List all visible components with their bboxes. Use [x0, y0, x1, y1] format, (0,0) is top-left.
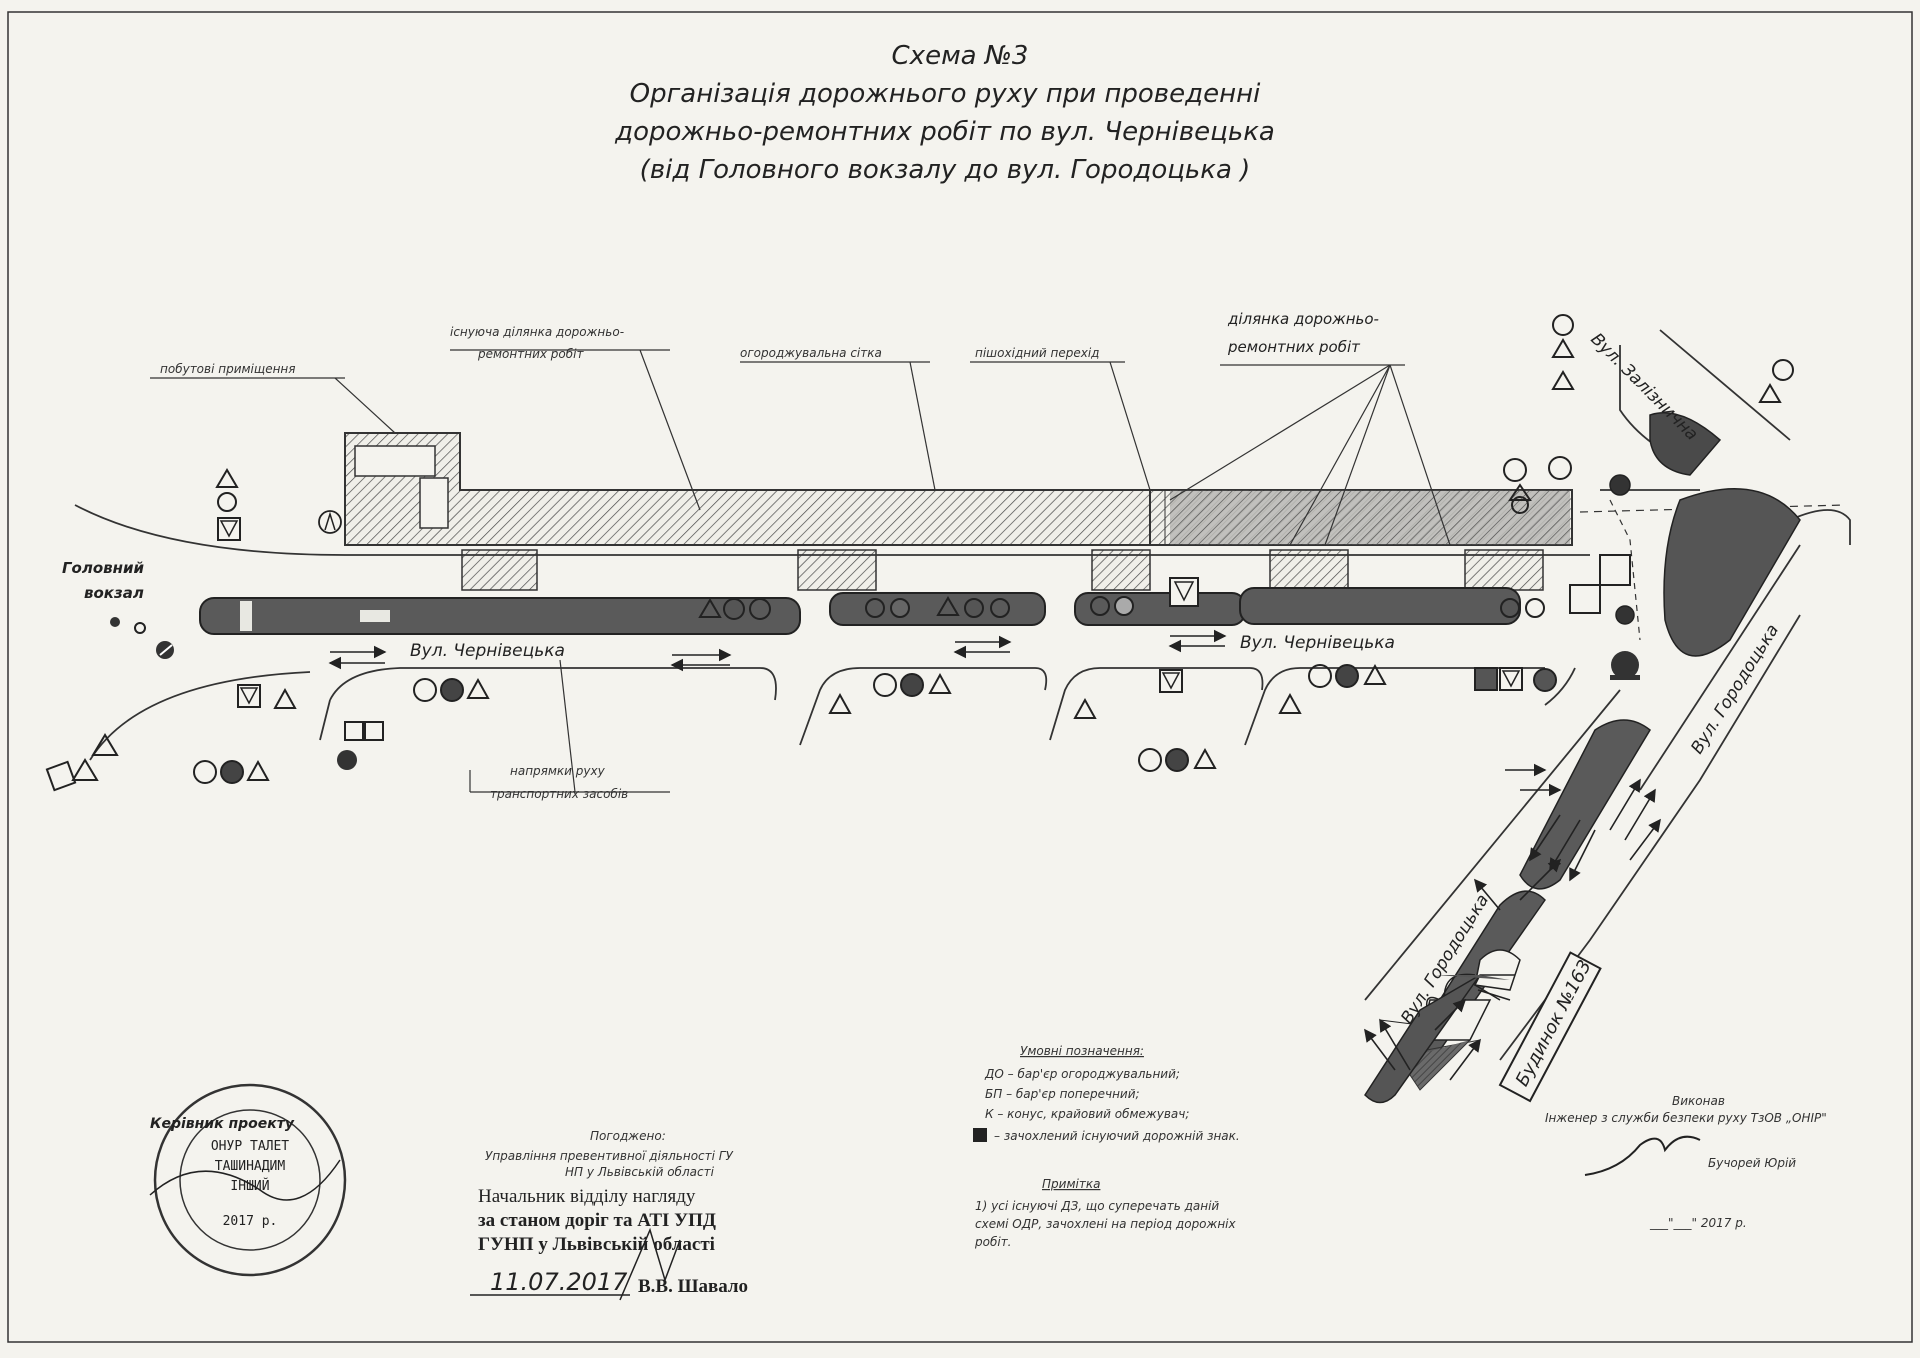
leader-lines — [150, 349, 1451, 793]
legend-item-1: ДО – бар'єр огороджувальний; — [984, 1067, 1180, 1081]
label-station-1: Головний — [62, 559, 145, 577]
left-role: Керівник проекту — [150, 1116, 295, 1132]
direction-arrow-icon — [1611, 651, 1639, 679]
page-frame — [7, 11, 1913, 1343]
triangle-sign-icon — [217, 517, 241, 541]
title-line-1: Схема №3 — [892, 41, 1029, 71]
title-line-2: Організація дорожнього руху при проведен… — [630, 79, 1261, 109]
legend-note-heading: Примітка — [1042, 1177, 1100, 1191]
stamp-line-4: 2017 р. — [223, 1214, 278, 1229]
legend-note-line-3: робіт. — [974, 1235, 1012, 1249]
chief-line-1: Начальник відділу нагляду — [478, 1186, 696, 1207]
label-work-section-2: ремонтних робіт — [1227, 338, 1361, 356]
triangle-sign-icon — [91, 733, 119, 756]
label-street-main-1: Вул. Чернівецька — [410, 641, 565, 661]
label-station-2: вокзал — [84, 584, 144, 602]
circle-sign-icon — [134, 622, 146, 634]
label-street-main-2: Вул. Чернівецька — [1240, 633, 1395, 653]
works-zone — [344, 432, 1573, 546]
label-buildings: побутові приміщення — [160, 362, 296, 376]
road-edges — [74, 329, 1851, 1061]
label-work-section-1: ділянка дорожньо- — [1227, 310, 1379, 328]
label-house: Будинок №163 — [1512, 957, 1596, 1090]
agreed-org-1: Управління превентивної діяльності ГУ — [485, 1149, 733, 1163]
label-crossing: пішохідний перехід — [975, 346, 1099, 360]
chief-signature — [619, 1227, 681, 1301]
legend-item-3: К – конус, крайовий обмежувач; — [985, 1107, 1189, 1121]
label-current-section-1: існуюча ділянка дорожньо- — [450, 325, 624, 339]
legend-heading: Умовні позначення: — [1020, 1044, 1144, 1058]
legend-item-4: – зачохлений існуючий дорожній знак. — [994, 1129, 1240, 1143]
connector-blocks — [461, 549, 1544, 591]
right-date: ___"___" 2017 р. — [1649, 1216, 1747, 1230]
right-heading: Виконав — [1672, 1094, 1725, 1108]
label-directions-2: транспортних засобів — [490, 787, 628, 801]
title-line-3: дорожньо-ремонтних робіт по вул. Черніве… — [614, 117, 1275, 147]
right-role: Інженер з служби безпеки руху ТзОВ „ОНІР… — [1545, 1111, 1827, 1125]
stamp-line-2: ТАШИНАДИМ — [215, 1159, 286, 1174]
legend: Умовні позначення: ДО – бар'єр огороджув… — [973, 1044, 1240, 1249]
site-cabin-2 — [419, 477, 449, 529]
right-signature — [1584, 1135, 1701, 1176]
stamp-line-1: ОНУР ТАЛЕТ — [211, 1139, 289, 1154]
chief-line-3: ГУНП у Львівській області — [478, 1234, 715, 1255]
direction-arrows — [328, 629, 1661, 1081]
label-current-section-2: ремонтних робіт — [477, 347, 584, 361]
pedestrian-sign-icon — [318, 510, 342, 534]
chief-name: В.В. Шавало — [638, 1276, 748, 1297]
label-directions-1: напрямки руху — [510, 764, 606, 778]
covered-sign-icon — [973, 1128, 987, 1142]
agreed-org-2: НП у Львівській області — [565, 1165, 715, 1179]
label-fence: огороджувальна сітка — [740, 346, 882, 360]
site-cabin — [354, 445, 436, 477]
legend-note-line-1: 1) усі існуючі ДЗ, що суперечать даній — [975, 1199, 1219, 1213]
stamp: ОНУР ТАЛЕТ ТАШИНАДИМ ІНШИЙ 2017 р. — [149, 1083, 347, 1277]
agreed-heading: Погоджено: — [590, 1129, 666, 1143]
median-strips — [199, 587, 1521, 635]
chief-line-2: за станом доріг та АТІ УПД — [478, 1210, 716, 1231]
stamp-line-3: ІНШИЙ — [230, 1178, 269, 1194]
circle-sign-icon — [193, 760, 217, 784]
circle-sign-icon — [110, 617, 120, 627]
horodotska-median-bottom — [1364, 974, 1481, 1104]
triangle-sign-icon — [215, 468, 239, 488]
circle-sign-icon — [217, 492, 237, 512]
road-signs — [45, 314, 1794, 792]
legend-item-2: БП – бар'єр поперечний; — [985, 1087, 1140, 1101]
right-name: Бучорей Юрій — [1708, 1156, 1796, 1170]
legend-note-line-2: схемі ОДР, зачохлені на період дорожніх — [975, 1217, 1237, 1231]
signature-date: 11.07.2017 — [490, 1268, 628, 1296]
label-street-railway: Вул. Залізнична — [1586, 329, 1701, 444]
no-stopping-sign-icon — [337, 750, 357, 770]
title-line-4: (від Головного вокзалу до вул. Городоцьк… — [640, 155, 1251, 185]
